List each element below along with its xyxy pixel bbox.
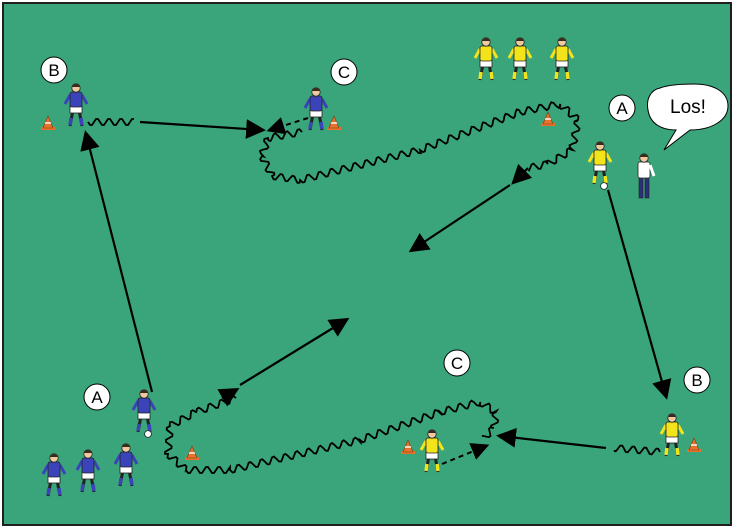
player-c-bottom	[419, 429, 445, 473]
label-c-top: C	[330, 58, 358, 86]
label-b-right: B	[683, 366, 711, 394]
coach	[637, 153, 656, 199]
player-yellow-waiting	[507, 37, 533, 81]
arrow-to-center-lower	[239, 317, 350, 386]
cone	[687, 437, 701, 452]
cone	[327, 115, 341, 130]
arrow-dribble-top-exit	[511, 163, 533, 185]
svg-text:B: B	[691, 371, 702, 390]
cone	[41, 115, 55, 130]
cone	[541, 111, 555, 126]
arrow-a-to-b-right	[606, 189, 672, 400]
players	[41, 37, 685, 497]
player-blue-waiting	[41, 453, 67, 497]
player-b-top-left	[63, 83, 89, 127]
svg-text:A: A	[91, 388, 103, 407]
svg-text:Los!: Los!	[670, 97, 706, 118]
dribble-exit-arrows	[217, 163, 533, 407]
dashed-c-bottom	[441, 443, 490, 465]
player-blue-waiting	[75, 449, 101, 493]
dribble-paths	[87, 101, 661, 474]
speech-bubble: Los!	[647, 83, 729, 151]
label-a-bottom-left: A	[83, 383, 111, 411]
player-yellow-waiting	[549, 37, 575, 81]
player-a-right	[587, 141, 613, 190]
arrow-dribble-bottom-exit	[217, 388, 240, 407]
dashed-runs	[266, 117, 490, 465]
dribble-top-loop	[258, 101, 581, 184]
arrow-a-to-b-left	[80, 130, 154, 393]
svg-text:A: A	[616, 99, 628, 118]
player-blue-waiting	[113, 443, 139, 487]
svg-text:C: C	[451, 354, 463, 373]
label-c-bottom: C	[443, 349, 471, 377]
cone	[401, 439, 415, 454]
svg-text:B: B	[48, 61, 59, 80]
dribble-b-right	[613, 444, 661, 456]
arrow-to-center-upper	[408, 184, 511, 253]
dribble-b-top-left	[87, 118, 134, 126]
label-a-right: A	[608, 94, 636, 122]
arrow-b-to-c-top	[139, 119, 266, 139]
dashed-c-top	[266, 117, 309, 135]
arrow-b-to-c-bottom	[496, 427, 607, 450]
player-c-top	[303, 87, 329, 131]
player-yellow-waiting	[473, 37, 499, 81]
cone	[185, 445, 199, 460]
cones	[41, 111, 701, 460]
pass-arrows	[80, 119, 672, 450]
svg-text:C: C	[338, 63, 350, 82]
dribble-bottom-loop	[164, 394, 500, 474]
position-labels: B C A B C A	[40, 56, 711, 411]
player-a-bottom-left	[131, 389, 157, 438]
player-b-right	[659, 413, 685, 457]
label-b-top-left: B	[40, 56, 68, 84]
